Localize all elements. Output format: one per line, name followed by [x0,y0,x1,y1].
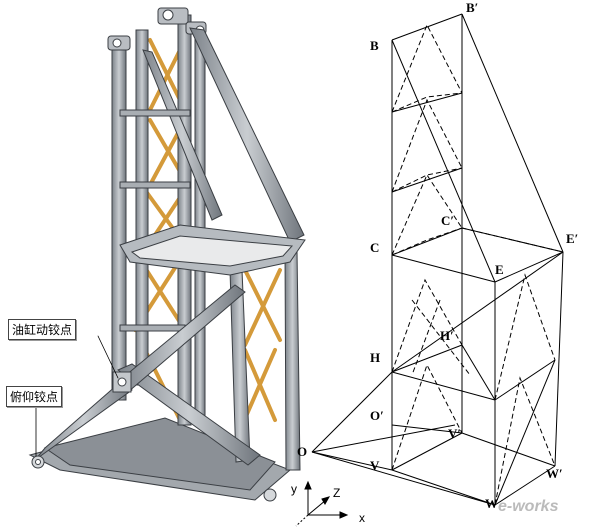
axis-label-y: y [291,482,297,496]
point-label-W: W [485,496,498,511]
point-label-E: E [495,262,504,277]
axis-label-z: Z [333,486,341,500]
inclined-strut [142,27,305,243]
point-label-B: B [370,38,379,53]
coordinate-axes [295,480,349,527]
mast-solid-edges [311,13,564,506]
point-label-B-prime: B′ [466,0,479,15]
point-label-V: V [370,458,380,473]
point-label-V-prime: V′ [448,426,462,441]
mid-frame [119,224,306,276]
pitch-hinge-callout: 俯仰铰点 [6,386,63,407]
point-label-C-prime: C′ [441,213,455,228]
wireframe-diagram [311,13,564,506]
point-label-H-prime: H′ [440,328,454,343]
cylinder-hinge-callout: 油缸动铰点 [8,319,77,340]
frame-3d-model [28,7,306,502]
axis-label-x: x [359,511,365,525]
base-frame [28,417,291,501]
mast-dashed-bracing [391,23,564,506]
callout-leaders [35,335,119,457]
hinges [31,371,277,502]
point-label-O: O [297,444,308,459]
lower-diagonals [34,284,261,466]
point-label-H: H [370,350,381,365]
point-label-C: C [370,240,380,255]
point-label-O-prime: O′ [370,408,384,423]
watermark-logo: e-works [498,498,559,515]
point-label-W-prime: W′ [546,466,563,481]
point-label-E-prime: E′ [566,231,579,246]
